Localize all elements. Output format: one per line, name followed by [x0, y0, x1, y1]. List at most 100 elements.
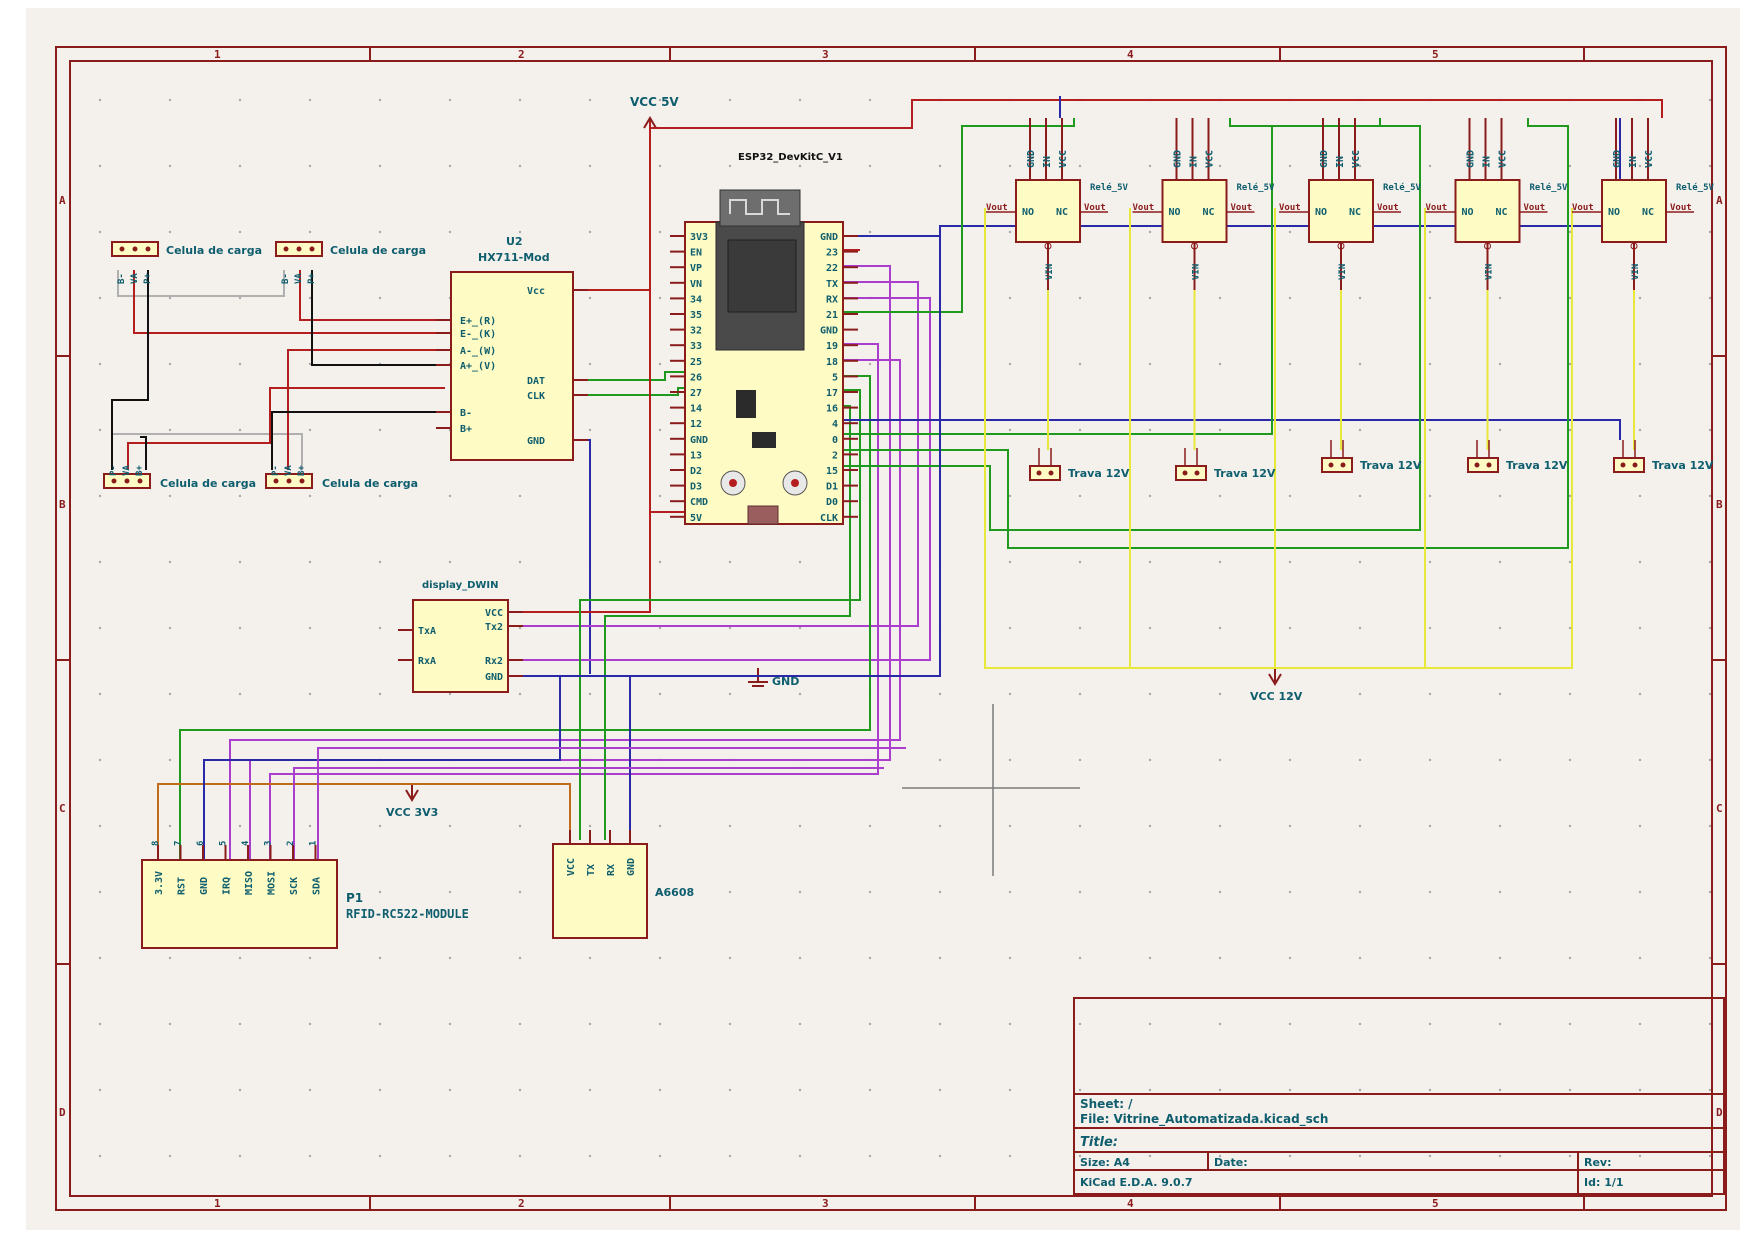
esp32-shield [727, 239, 797, 313]
grid-dot [1708, 164, 1712, 168]
hx711-module[interactable]: U2 HX711-Mod E+_(R)E-_(K)A-_(W)A+_(V)B-B… [436, 235, 588, 461]
rfid-module[interactable]: P1 RFID-RC522-MODULE 83.3V7RST6GND5IRQ4M… [141, 840, 469, 949]
display-right-pin-label: GND [485, 672, 503, 683]
lock-module[interactable]: Trava 12V [1321, 440, 1422, 473]
lock-pin-dot [1474, 462, 1480, 468]
grid-dot [1638, 1088, 1642, 1092]
lock-module[interactable]: Trava 12V [1029, 448, 1130, 481]
grid-dot [1708, 692, 1712, 696]
grid-dot [658, 98, 662, 102]
grid-dot [798, 1088, 802, 1092]
rfid-pin-label: SCK [289, 877, 300, 895]
grid-dot [1428, 626, 1432, 630]
grid-dot [1288, 230, 1292, 234]
grid-dot [518, 626, 522, 630]
grid-dot [1288, 692, 1292, 696]
esp32-right-pin-label: 18 [826, 357, 838, 368]
lock-module[interactable]: Trava 12V [1175, 448, 1276, 481]
lock-module[interactable]: Trava 12V [1613, 440, 1714, 473]
grid-dot [1008, 758, 1012, 762]
wire-esp-17 [579, 389, 861, 840]
grid-dot [728, 1088, 732, 1092]
relay-contact-nc: NC [1642, 207, 1654, 218]
relay-pin-dot [1337, 242, 1345, 250]
lock-pin-dot [1194, 470, 1200, 476]
frame-column-label-top: 5 [1432, 48, 1439, 61]
grid-dot [1218, 428, 1222, 432]
grid-dot [378, 428, 382, 432]
display-body[interactable] [412, 599, 509, 693]
grid-dot [308, 164, 312, 168]
load-cell-label: Celula de carga [330, 244, 426, 257]
rfid-body[interactable] [141, 859, 338, 949]
grid-dot [1358, 1088, 1362, 1092]
relay-top-pin-label: GND [1026, 150, 1037, 168]
rfid-pin-label: 3.3V [154, 871, 165, 895]
power-vcc33-label: VCC 3V3 [386, 806, 438, 819]
esp32-right-pin-label: CLK [820, 513, 838, 524]
hx711-right-pin-label: DAT [527, 376, 545, 387]
grid-dot [658, 494, 662, 498]
esp32-right-pin-label: 23 [826, 248, 838, 259]
lock-label: Trava 12V [1214, 467, 1276, 480]
a6608-name: A6608 [655, 886, 694, 899]
esp32-left-pin-label: 25 [690, 357, 702, 368]
relay-vin-label: VIN [1045, 264, 1055, 280]
esp32-left-pin-label: 27 [690, 388, 702, 399]
esp32-left-pin-label: D3 [690, 482, 702, 493]
grid-dot [1008, 230, 1012, 234]
esp32-left-pin-label: 5V [690, 513, 702, 524]
esp32-right-pin-label: 21 [826, 310, 838, 321]
grid-dot [238, 296, 242, 300]
grid-dot [1428, 692, 1432, 696]
grid-dot [938, 164, 942, 168]
grid-dot [588, 824, 592, 828]
grid-dot [98, 758, 102, 762]
grid-dot [98, 494, 102, 498]
grid-dot [448, 230, 452, 234]
power-vcc5: VCC 5V [630, 95, 679, 290]
esp32-right-pin-label: 15 [826, 466, 838, 477]
grid-dot [308, 1022, 312, 1026]
grid-dot [658, 890, 662, 894]
grid-dot [378, 1154, 382, 1158]
grid-dot [1288, 824, 1292, 828]
grid-dot [1638, 890, 1642, 894]
grid-dot [1708, 626, 1712, 630]
title-block-size: Size: A4 [1080, 1156, 1130, 1169]
grid-dot [1428, 890, 1432, 894]
load-cell-pin-label: B+ [135, 465, 145, 476]
grid-dot [1498, 1088, 1502, 1092]
load-cell-pin-dot [119, 246, 125, 252]
load-cell-label: Celula de carga [322, 477, 418, 490]
esp32-left-pins: 3V3ENVPVN343532332526271412GND13D2D3CMD5… [670, 232, 708, 524]
hx711-body[interactable] [450, 271, 574, 461]
relay-contact-no: NO [1608, 207, 1620, 218]
title-block-tool: KiCad E.D.A. 9.0.7 [1080, 1176, 1193, 1189]
lock-module[interactable]: Trava 12V [1467, 440, 1568, 473]
esp32-left-pin-label: VN [690, 279, 702, 290]
load-cell-pin-dot [111, 478, 117, 484]
grid-dot [1148, 362, 1152, 366]
esp32-module[interactable]: ESP32_DevKitC_V1 3V3ENVPVN34353233252627… [670, 152, 858, 525]
grid-dot [798, 1154, 802, 1158]
wire-vcc33-rfid [157, 783, 571, 860]
grid-dot [1638, 824, 1642, 828]
grid-dot [1078, 1088, 1082, 1092]
a6608-body[interactable] [552, 843, 648, 939]
grid-dot [868, 1154, 872, 1158]
